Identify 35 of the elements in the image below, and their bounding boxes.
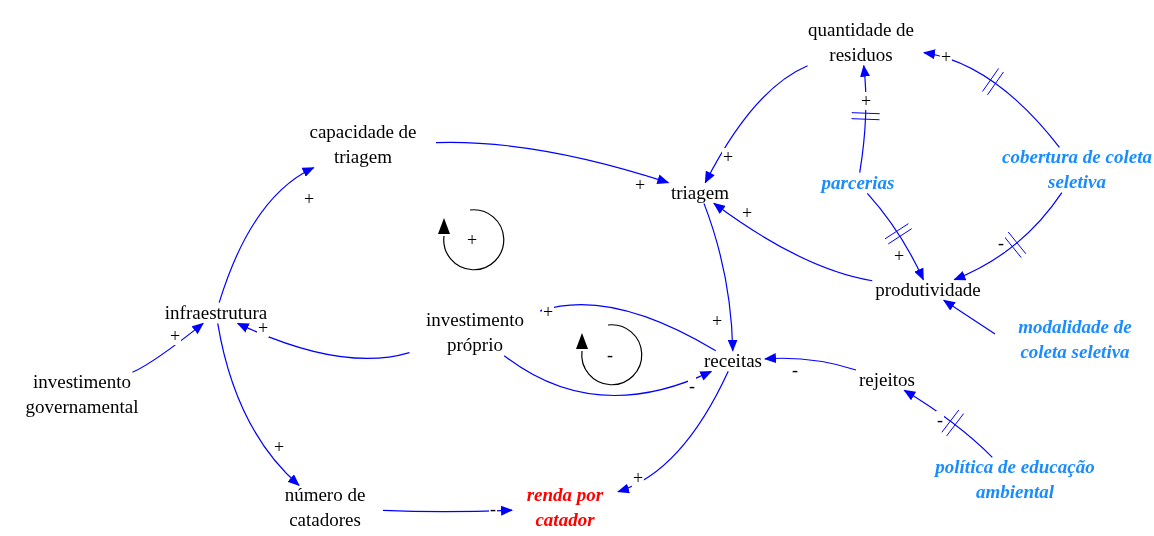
arrow <box>435 141 670 185</box>
variable-label: investimento governamental <box>12 370 152 420</box>
arrow <box>218 167 315 304</box>
arrow <box>903 389 993 458</box>
arrow <box>713 202 873 282</box>
arrow <box>236 322 411 359</box>
arrow <box>503 355 713 397</box>
arrow <box>866 192 924 281</box>
arrow <box>217 322 300 486</box>
arrow <box>382 505 513 516</box>
variable-label: triagem <box>660 180 740 206</box>
variable-label: modalidade de coleta seletiva <box>995 315 1154 365</box>
arrow <box>953 192 1063 281</box>
arrow <box>923 49 1060 148</box>
arrow <box>942 299 996 335</box>
polarity-sign: - <box>997 234 1005 252</box>
arrow <box>704 65 809 184</box>
variable-label: número de catadores <box>270 483 380 533</box>
variable-label: rejeitos <box>847 367 927 393</box>
variable-label: receitas <box>693 348 773 374</box>
variable-label: capacidade de triagem <box>293 120 433 170</box>
arrow <box>703 202 738 352</box>
arrow <box>617 370 729 493</box>
arrow <box>764 353 857 371</box>
polarity-sign: + <box>859 92 873 110</box>
variable-label: política de educação ambiental <box>926 455 1104 505</box>
variable-label: produtividade <box>863 277 993 303</box>
variable-label: parcerias <box>808 170 908 196</box>
arrow <box>131 322 204 373</box>
arrow <box>539 303 717 352</box>
variable-label: cobertura de coleta seletiva <box>997 145 1154 195</box>
variable-label: renda por catador <box>515 483 615 533</box>
variable-label: investimento próprio <box>412 308 538 358</box>
variable-label: quantidade de residuos <box>801 18 921 68</box>
arrow <box>859 64 870 174</box>
